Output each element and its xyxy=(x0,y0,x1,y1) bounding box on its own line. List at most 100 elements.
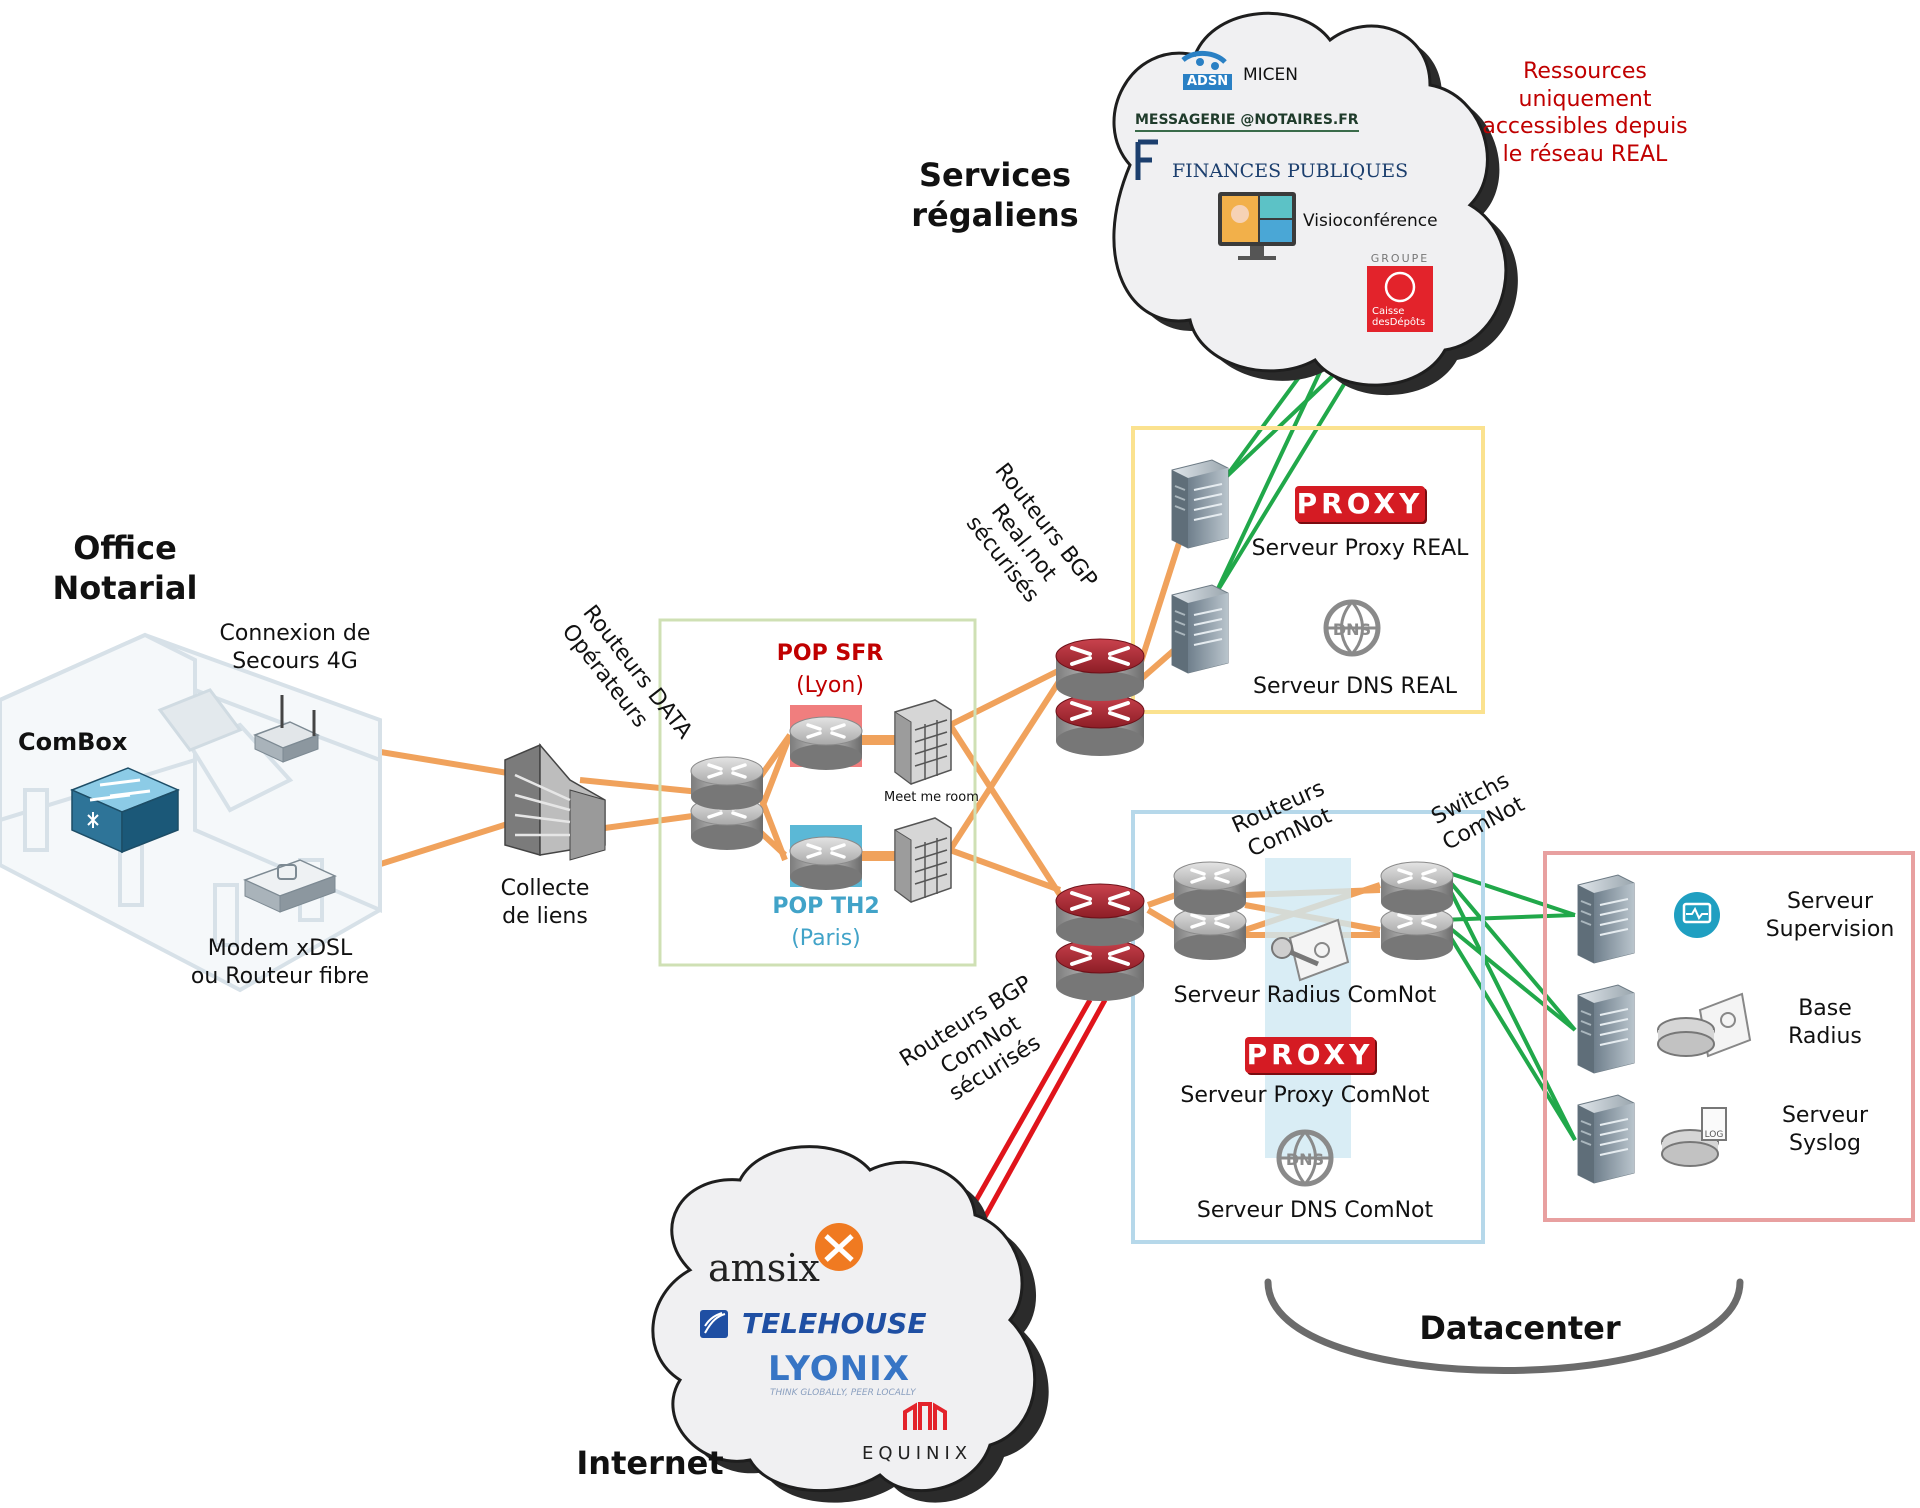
backup-4g-label: Connexion de Secours 4G xyxy=(205,620,385,675)
pop-th2-title: POP TH2 xyxy=(772,894,880,919)
bgp-real-routers-icon xyxy=(1054,637,1146,758)
comnot-zone-box xyxy=(1131,810,1485,1244)
pop-sfr-title: POP SFR xyxy=(776,641,884,666)
radius-comnot-icon xyxy=(1271,918,1350,982)
pop-sfr-router-icon xyxy=(788,715,864,772)
proxy-comnot-logo: PROXY xyxy=(1245,1037,1375,1073)
meet-me-rack-top-icon xyxy=(894,699,952,785)
regaliens-title-line2: régaliens xyxy=(911,196,1079,234)
radius-base-line1: Base xyxy=(1798,996,1852,1021)
lyonix-logo-text: LYONIX xyxy=(768,1349,910,1389)
office-title-line1: Office xyxy=(73,529,177,567)
orange-links xyxy=(319,539,1381,938)
operators-zone-box xyxy=(658,618,977,967)
internet-title: Internet xyxy=(576,1444,724,1482)
backup-4g-line1: Connexion de xyxy=(219,621,371,646)
collecte-label: Collecte de liens xyxy=(485,875,605,930)
dns-real-label: Serveur DNS REAL xyxy=(1253,674,1457,699)
supervision-label: Serveur Supervision xyxy=(1750,888,1910,943)
visio-icon xyxy=(1218,192,1296,260)
operator-routers-icon xyxy=(689,755,765,852)
cdc-line1: Caisse xyxy=(1372,306,1405,317)
syslog-log-icon-text: LOG xyxy=(1705,1130,1724,1140)
supervision-monitor-icon xyxy=(1674,892,1720,938)
regaliens-note-line2: uniquement xyxy=(1518,86,1652,112)
supervision-line1: Serveur xyxy=(1786,889,1874,914)
regaliens-note-line3: accessibles depuis xyxy=(1482,114,1688,139)
regaliens-note-line1: Ressources xyxy=(1523,59,1647,84)
dns-real-server-icon xyxy=(1171,584,1229,674)
meet-me-room-label: Meet me room xyxy=(884,790,979,805)
backup-4g-line2: Secours 4G xyxy=(232,648,358,674)
syslog-line2: Syslog xyxy=(1789,1130,1861,1156)
collecte-concentrator-icon xyxy=(504,742,606,861)
xdsl-modem-icon xyxy=(243,859,337,913)
micen-label: MICEN xyxy=(1243,65,1299,85)
proxy-real-server-icon xyxy=(1171,459,1229,549)
dns-comnot-logo: DNS xyxy=(1285,1150,1325,1169)
adsn-logo-icon xyxy=(1181,51,1227,70)
regaliens-cloud xyxy=(1112,11,1518,396)
backup-4g-modem-icon xyxy=(253,695,320,763)
dns-comnot-label: Serveur DNS ComNot xyxy=(1196,1198,1434,1223)
comnot-switches-icon xyxy=(1379,860,1455,962)
datacenter-label: Datacenter xyxy=(1419,1309,1621,1347)
proxy-real-label: Serveur Proxy REAL xyxy=(1251,536,1469,561)
office-title-line2: Notarial xyxy=(52,569,198,607)
radius-comnot-label: Serveur Radius ComNot xyxy=(1173,983,1437,1008)
radius-base-key-icon xyxy=(1657,992,1752,1058)
regaliens-title-line1: Services xyxy=(918,156,1072,194)
meet-me-rack-bottom-icon xyxy=(894,817,952,903)
radius-base-server-icon xyxy=(1577,984,1635,1074)
adsn-logo-text: ADSN xyxy=(1183,74,1233,91)
cdc-line2: desDépôts xyxy=(1372,317,1426,328)
syslog-line1: Serveur xyxy=(1781,1103,1869,1128)
messagerie-logo: MESSAGERIE @NOTAIRES.FR xyxy=(1135,112,1359,132)
visio-label: Visioconférence xyxy=(1303,211,1438,231)
datacenter-zone-box xyxy=(1543,851,1915,1222)
lyonix-tagline: THINK GLOBALLY, PEER LOCALLY xyxy=(770,1388,916,1398)
datacenter-bracket xyxy=(1264,1278,1744,1374)
regaliens-note: Ressources uniquement accessibles depuis… xyxy=(1470,58,1700,168)
bgp-comnot-routers-icon xyxy=(1054,882,1146,1003)
caisse-depots-logo-icon xyxy=(1367,266,1433,332)
regaliens-title: Services régaliens xyxy=(895,155,1095,235)
equinix-logo-icon xyxy=(903,1402,947,1430)
finances-logo-icon xyxy=(1135,139,1158,180)
internet-cloud xyxy=(651,1145,1049,1503)
real-zone-box xyxy=(1131,426,1485,714)
modem-line1: Modem xDSL xyxy=(207,936,353,961)
syslog-label: Serveur Syslog xyxy=(1745,1102,1905,1157)
comnot-routers-icon xyxy=(1172,860,1248,962)
combox-switch-icon xyxy=(70,767,180,854)
radius-base-label: Base Radius xyxy=(1745,995,1905,1050)
collecte-line1: Collecte xyxy=(500,876,590,901)
regaliens-note-line4: le réseau REAL xyxy=(1502,141,1668,167)
collecte-line2: de liens xyxy=(502,903,588,929)
office-title: Office Notarial xyxy=(40,528,210,608)
equinix-logo-text: EQUINIX xyxy=(862,1443,973,1464)
cdc-groupe-text: GROUPE xyxy=(1370,252,1430,265)
modem-line2: ou Routeur fibre xyxy=(190,963,370,989)
telehouse-logo-text: TELEHOUSE xyxy=(742,1307,927,1340)
radius-base-line2: Radius xyxy=(1788,1023,1862,1049)
pop-th2-router-icon xyxy=(788,835,864,892)
dns-real-logo: DNS xyxy=(1332,620,1372,639)
combox-label: ComBox xyxy=(18,728,128,756)
amsix-logo-text: amsix xyxy=(708,1246,820,1290)
proxy-comnot-label: Serveur Proxy ComNot xyxy=(1180,1083,1430,1108)
finances-logo-text: FINANCES PUBLIQUES xyxy=(1172,160,1409,182)
modem-label: Modem xDSL ou Routeur fibre xyxy=(175,935,385,990)
supervision-server-icon xyxy=(1577,874,1635,964)
supervision-line2: Supervision xyxy=(1765,916,1895,942)
comnot-highlight-band xyxy=(1265,858,1351,1158)
proxy-real-logo: PROXY xyxy=(1295,486,1425,522)
syslog-log-icon: LOG xyxy=(1661,1107,1727,1167)
telehouse-logo-icon xyxy=(700,1310,728,1338)
pop-th2-city: (Paris) xyxy=(791,926,861,951)
cdc-logo-text: Caisse desDépôts xyxy=(1372,306,1425,328)
syslog-server-icon xyxy=(1577,1094,1635,1184)
pop-sfr-city: (Lyon) xyxy=(796,673,864,698)
